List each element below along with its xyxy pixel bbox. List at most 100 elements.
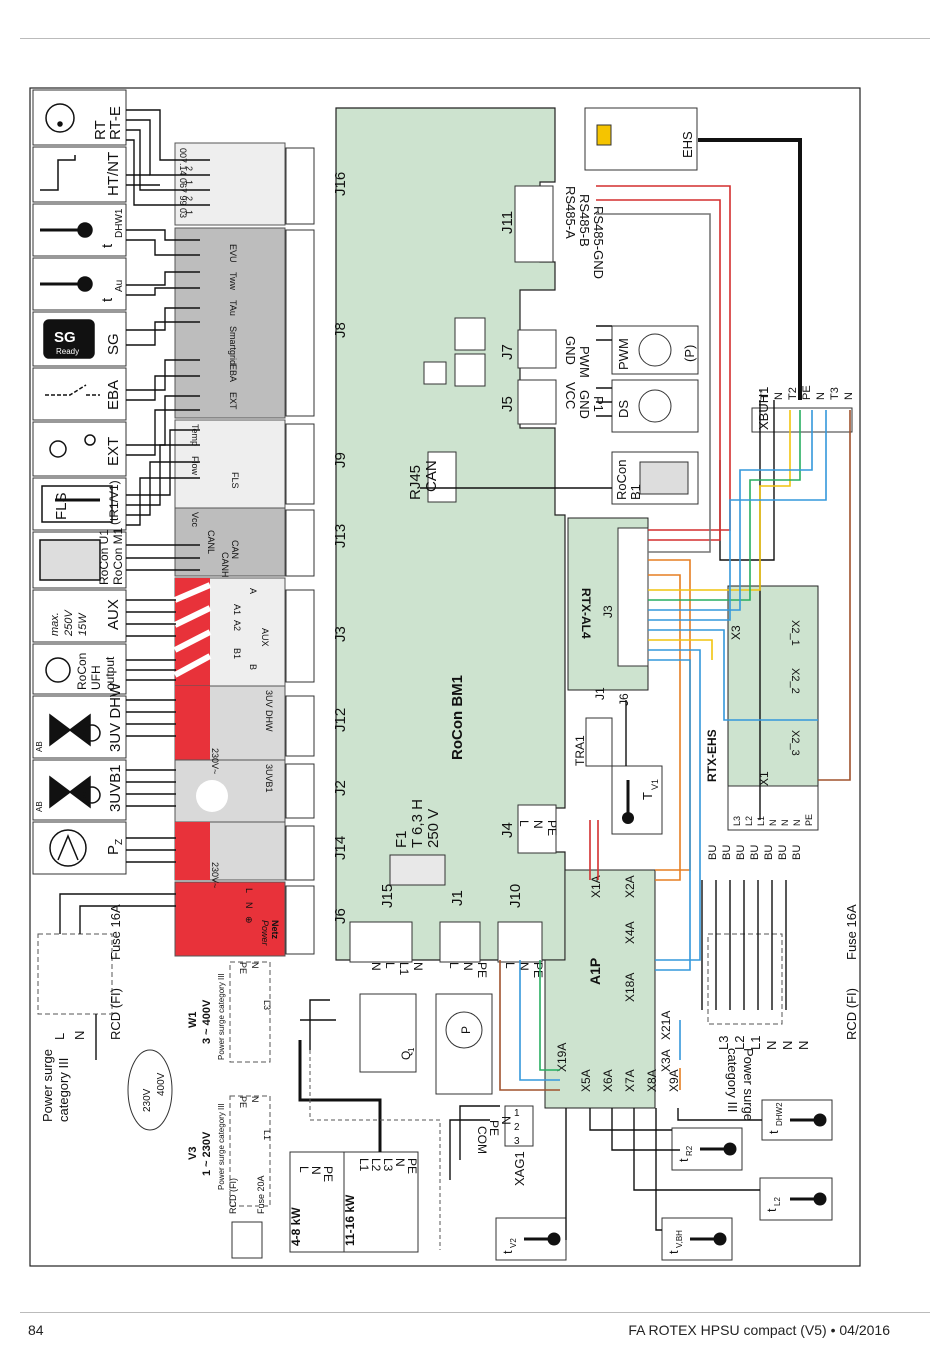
pump-pz-icon <box>49 829 87 867</box>
j16-pin-d: 1 <box>184 210 194 215</box>
xag1-pin-pe: PE <box>487 1120 501 1136</box>
flow-sensor-icon <box>41 485 113 523</box>
rocon-ufh-1: RoCon <box>75 653 89 690</box>
ab-label-2: AB <box>35 801 44 812</box>
pwm-pwm-pin: PWM <box>577 346 592 378</box>
pwm-label: PWM <box>616 338 631 370</box>
v230-label-2: 230V~ <box>210 862 220 888</box>
rocon-ufh-2: UFH <box>89 665 103 690</box>
ehs-b-l3: L3 <box>381 1158 395 1172</box>
sensor-tr2-sub: R2 <box>685 1145 694 1156</box>
bu-2: BU <box>721 845 733 860</box>
v3-l1: L1 <box>262 1130 272 1140</box>
j14-label: J14 <box>332 836 349 860</box>
ext-power-icon <box>49 440 67 458</box>
bu-4: BU <box>749 845 761 860</box>
v3-cat: Power surge category III <box>217 1103 226 1190</box>
tau-label: t <box>99 297 116 302</box>
j8-eba: EBA <box>228 364 238 382</box>
fls-sub-label: (tR1/V1) <box>107 480 121 525</box>
xbuh1-pins: T1 N T2 PE N T3 N <box>759 385 855 400</box>
xbuh1-pin-n2: N <box>815 392 827 400</box>
max-label: max. <box>49 612 61 636</box>
ds-gnd-pin: GND <box>577 390 592 419</box>
power-right-surge-1: Power surge <box>741 1048 756 1121</box>
j10-pin-pe: PE <box>531 962 545 978</box>
a1p-label: A1P <box>587 958 603 985</box>
rt-e-label: RT-E <box>107 106 124 140</box>
pz-label: P <box>105 845 122 855</box>
sensor-tl2: t <box>764 1208 779 1212</box>
uvb1-valve-icon <box>49 775 91 809</box>
bu-labels: BU BU BU BU BU BU BU <box>707 845 803 860</box>
ht-nt-label: HT/NT <box>105 152 122 196</box>
j1-pin-l: L <box>447 962 461 969</box>
rj45-label: RJ45 <box>407 465 424 500</box>
j3-b1: B1 <box>232 648 242 659</box>
ehs-4-8-label: 4-8 kW <box>289 1207 303 1246</box>
j9-flow: Flow <box>190 456 200 476</box>
j12-label: J12 <box>332 708 349 732</box>
ufh-thermostat-icon <box>45 657 71 683</box>
j13-can: CAN <box>230 540 240 559</box>
v3-pe: PE <box>238 1096 248 1108</box>
bu-7: BU <box>791 845 803 860</box>
ehs-a-pe: PE <box>321 1166 335 1182</box>
tra1-block: TRA1 T V1 <box>573 717 663 835</box>
v3-sub: 1 ~ 230V <box>201 1131 213 1176</box>
x1-label: X1 <box>757 771 771 786</box>
bu-6: BU <box>777 845 789 860</box>
rtx-al4-label: RTX-AL4 <box>579 588 593 639</box>
tv1-sub-label: V1 <box>650 779 660 790</box>
j16-pin-c: 2 <box>184 196 194 201</box>
j15-pin-l: L <box>383 962 397 969</box>
power-right: Power surge category III RCD (FI) Fuse 1… <box>707 904 859 1121</box>
pin-l: L <box>244 888 254 893</box>
v3-label: V3 <box>187 1147 199 1160</box>
fuse-20a: Fuse 20A <box>256 1175 266 1214</box>
ehs-b-n: N <box>393 1158 407 1167</box>
a1p-x6a: X6A <box>601 1069 615 1092</box>
x1-pin-l1: L1 <box>756 816 766 826</box>
wiring-color <box>499 185 851 1091</box>
a1p-x21a: X21A <box>659 1011 673 1040</box>
j2-label: J2 <box>332 780 349 796</box>
j6-label: J6 <box>332 908 349 924</box>
aux-label: AUX <box>105 599 122 630</box>
dhw1-sensor-bulb-icon <box>77 222 93 238</box>
power-left-rcd: RCD (FI) <box>108 988 123 1040</box>
a1p-x19a: X19A <box>555 1043 569 1072</box>
j9-temp: Temp <box>190 424 200 446</box>
power-right-n3: N <box>796 1041 811 1050</box>
power-right-n2: N <box>780 1041 795 1050</box>
rocon-b1-1: RoCon <box>614 460 629 500</box>
lower-left-boxes <box>231 993 493 1259</box>
x1-pins: L3 L2 L1 N N N PE <box>732 814 814 826</box>
rocon-u1-label: RoCon U1 <box>97 529 111 585</box>
j15-pin-n2: N <box>411 962 425 971</box>
j8-ext: EXT <box>228 392 238 410</box>
bu-1: BU <box>707 845 719 860</box>
cloud-230v: 230V <box>142 1088 153 1112</box>
v3-n: N <box>250 1096 260 1103</box>
bu-5: BU <box>763 845 775 860</box>
power-left-surge-2: category III <box>56 1058 71 1122</box>
document-reference: FA ROTEX HPSU compact (V5) • 04/2016 <box>628 1322 890 1338</box>
power-right-l1: L1 <box>748 1036 763 1050</box>
ehs-11-16-label: 11-16 kW <box>343 1194 357 1246</box>
fuse-rating: T 6,3 H <box>409 799 426 848</box>
ext-sun-icon <box>84 434 96 446</box>
ds-label: DS <box>616 400 631 418</box>
power-right-l2: L2 <box>732 1036 747 1050</box>
cloud-400v: 400V <box>156 1072 167 1096</box>
terminal-labels: 007.14 067 99 03 2 1 2 1 EVU Tww TAu Sma… <box>178 148 280 947</box>
ehs-a-l: L <box>297 1166 311 1173</box>
j10-pin-n: N <box>517 962 531 971</box>
power-right-l3: L3 <box>716 1036 731 1050</box>
pwm-gnd-pin: GND <box>563 336 578 365</box>
tv1-label: T <box>640 792 655 800</box>
sensor-tdhw2: t <box>766 1130 781 1134</box>
thermostat-icon <box>45 103 75 133</box>
j10-pin-l: L <box>503 962 517 969</box>
outdoor-sensor-bulb-icon <box>77 276 93 292</box>
